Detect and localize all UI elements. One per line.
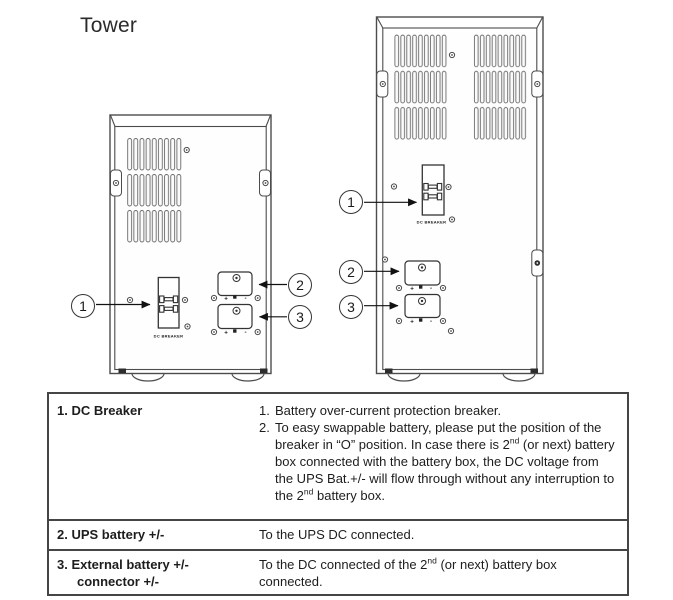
- corner-bracket: [530, 368, 538, 373]
- left-tower-bevel-lines: [110, 115, 271, 128]
- square-mark: [419, 285, 423, 289]
- square-mark: [419, 318, 423, 322]
- description-table: 1. DC Breaker 1. Battery over-current pr…: [47, 392, 629, 596]
- term-text: 2. UPS battery +/-: [57, 527, 165, 542]
- term-cell: 2. UPS battery +/-: [49, 521, 259, 549]
- page-title: Tower: [80, 14, 138, 37]
- plus-mark: +: [224, 296, 228, 303]
- plus-mark: +: [410, 286, 414, 293]
- item-text: Battery over-current protection breaker.: [275, 403, 502, 418]
- table-row-ups-battery: 2. UPS battery +/- To the UPS DC connect…: [49, 519, 627, 549]
- feet: [131, 372, 265, 382]
- callout-1-left-tower: 1: [71, 294, 95, 318]
- vent-grille-left: [394, 33, 448, 141]
- callout-3-left-tower: 3: [288, 305, 312, 329]
- minus-mark: -: [430, 318, 432, 325]
- left-tower: DC BREAKER + - + -: [109, 114, 272, 382]
- feet: [387, 372, 536, 382]
- right-tower-bevel-lines: [376, 17, 543, 29]
- dc-breaker: [157, 276, 180, 329]
- ups-battery-connector: + -: [404, 260, 441, 293]
- term-cell: 1. DC Breaker: [49, 394, 259, 519]
- corner-bracket: [260, 368, 268, 373]
- item-text: To easy swappable battery, please put th…: [275, 420, 615, 503]
- right-tower: DC BREAKER + - + -: [375, 16, 544, 382]
- tower-rear-diagram: DC BREAKER + - + -: [96, 16, 544, 382]
- ups-battery-connector: + -: [217, 271, 253, 303]
- callout-3-right-tower: 3: [339, 295, 363, 319]
- minus-mark: -: [244, 329, 246, 336]
- external-battery-connector: + -: [404, 293, 441, 326]
- callout-arrows: [96, 198, 418, 321]
- plus-mark: +: [410, 319, 414, 326]
- desc-cell: To the DC connected of the 2nd (or next)…: [259, 555, 557, 589]
- table-row-dc-breaker: 1. DC Breaker 1. Battery over-current pr…: [49, 394, 627, 519]
- corner-bracket: [118, 368, 126, 373]
- table-row-external-battery: 3. External battery +/- connector +/- To…: [49, 549, 627, 594]
- vent-grille-right: [473, 33, 527, 141]
- minus-mark: -: [244, 295, 246, 302]
- desc-cell: 1. Battery over-current protection break…: [259, 394, 627, 519]
- callout-1-right-tower: 1: [339, 190, 363, 214]
- list-item: 1. Battery over-current protection break…: [259, 402, 619, 419]
- list-item: 2. To easy swappable battery, please put…: [259, 419, 619, 504]
- minus-mark: -: [430, 285, 432, 292]
- term-text: 1. DC Breaker: [57, 403, 143, 418]
- desc-cell: To the UPS DC connected.: [259, 527, 415, 542]
- dc-breaker: [421, 164, 445, 216]
- square-mark: [233, 295, 237, 299]
- callout-2-right-tower: 2: [339, 260, 363, 284]
- term-cell: 3. External battery +/- connector +/-: [49, 551, 259, 594]
- external-battery-connector: + -: [217, 303, 253, 337]
- square-mark: [233, 329, 237, 333]
- vent-grille: [126, 137, 183, 244]
- corner-bracket: [385, 368, 393, 373]
- dc-breaker-label: DC BREAKER: [417, 220, 447, 225]
- item-number: 1.: [259, 403, 270, 418]
- dc-breaker-label: DC BREAKER: [154, 334, 184, 339]
- item-number: 2.: [259, 420, 270, 435]
- callout-2-left-tower: 2: [288, 273, 312, 297]
- term-text: 3. External battery +/- connector +/-: [57, 557, 189, 589]
- plus-mark: +: [224, 330, 228, 337]
